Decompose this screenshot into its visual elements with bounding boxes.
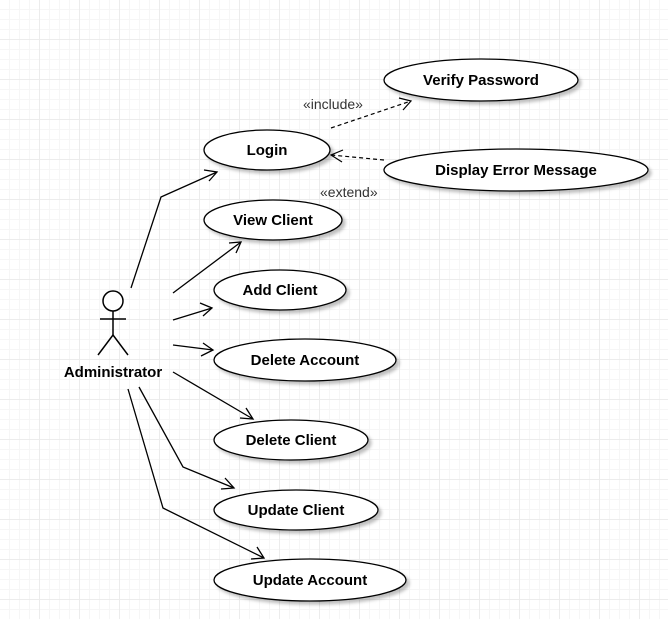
usecase-view-client[interactable]: View Client — [203, 199, 343, 241]
actor-head — [102, 290, 124, 312]
usecase-view-client-label: View Client — [233, 212, 313, 229]
dependencies — [329, 97, 413, 163]
usecase-verify-password-label: Verify Password — [423, 72, 539, 89]
assoc-view-client — [172, 241, 243, 294]
associations — [127, 169, 266, 560]
assoc-delete-account — [172, 342, 215, 357]
usecase-delete-client[interactable]: Delete Client — [213, 419, 369, 461]
extend-label: «extend» — [320, 184, 378, 200]
extend-arrow — [329, 149, 385, 163]
usecase-login-label: Login — [247, 142, 288, 159]
usecase-add-client[interactable]: Add Client — [213, 269, 347, 311]
actor-label: Administrator — [64, 364, 163, 381]
usecase-update-account[interactable]: Update Account — [213, 558, 407, 602]
usecase-delete-account[interactable]: Delete Account — [213, 338, 397, 382]
assoc-update-account — [127, 388, 266, 560]
usecase-update-client[interactable]: Update Client — [213, 489, 379, 531]
usecase-display-error-message[interactable]: Display Error Message — [383, 148, 649, 192]
usecase-update-account-label: Update Account — [253, 572, 367, 589]
assoc-update-client — [138, 386, 236, 490]
include-arrow — [330, 97, 413, 129]
usecase-verify-password[interactable]: Verify Password — [383, 58, 579, 102]
include-label: «include» — [303, 96, 363, 112]
assoc-login — [130, 169, 219, 289]
assoc-add-client — [172, 302, 214, 321]
usecase-delete-account-label: Delete Account — [251, 352, 360, 369]
usecase-delete-client-label: Delete Client — [246, 432, 337, 449]
usecase-login[interactable]: Login — [203, 129, 331, 171]
usecase-add-client-label: Add Client — [243, 282, 318, 299]
usecase-display-error-message-label: Display Error Message — [435, 162, 597, 179]
actor-administrator[interactable]: Administrator — [64, 290, 163, 381]
assoc-delete-client — [172, 371, 255, 420]
actor-right-leg — [112, 334, 129, 356]
actor-left-leg — [97, 334, 114, 356]
usecase-update-client-label: Update Client — [248, 502, 345, 519]
